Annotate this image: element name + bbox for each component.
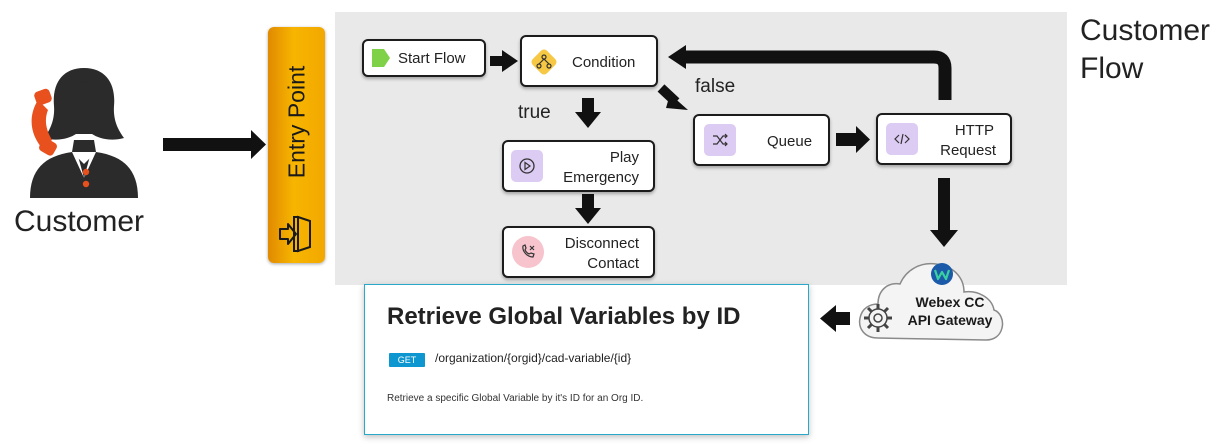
gateway-label-1: Webex CC <box>915 294 985 310</box>
node-disconnect-contact[interactable]: Disconnect Contact <box>502 226 655 278</box>
edge-label-true: true <box>518 102 551 123</box>
api-doc-title: Retrieve Global Variables by ID <box>387 303 741 330</box>
node-http-request[interactable]: HTTP Request <box>876 113 1012 165</box>
api-doc-description: Retrieve a specific Global Variable by i… <box>387 393 644 404</box>
node-condition-label: Condition <box>572 54 636 71</box>
api-endpoint-path: /organization/{orgid}/cad-variable/{id} <box>435 351 632 365</box>
entry-point-label: Entry Point <box>283 65 309 179</box>
node-queue-label: Queue <box>767 133 813 150</box>
node-disconnect-label-2: Contact <box>587 255 639 272</box>
branch-icon <box>531 49 557 75</box>
play-icon <box>511 150 543 182</box>
start-flag-icon <box>372 49 390 67</box>
api-gateway-cloud[interactable]: Webex CC API Gateway <box>856 246 1006 344</box>
code-icon <box>886 123 918 155</box>
node-play-emergency[interactable]: Play Emergency <box>502 140 655 192</box>
customer-label: Customer <box>14 205 145 238</box>
gateway-label-2: API Gateway <box>907 312 993 328</box>
cloud-gear-icon <box>858 262 1004 341</box>
node-condition[interactable]: Condition <box>520 35 658 87</box>
node-http-label-1: HTTP <box>954 122 994 139</box>
node-start-flow[interactable]: Start Flow <box>362 39 486 77</box>
api-doc-card: Retrieve Global Variables by ID GET /org… <box>364 284 809 435</box>
node-queue[interactable]: Queue <box>693 114 830 166</box>
entry-door-icon <box>279 215 311 253</box>
node-disconnect-label-1: Disconnect <box>564 235 639 252</box>
phone-hangup-icon <box>512 236 544 268</box>
node-http-label-2: Request <box>940 142 996 159</box>
shuffle-icon <box>704 124 736 156</box>
node-start-flow-label: Start Flow <box>398 50 466 67</box>
flow-title: Customer Flow <box>1080 14 1211 85</box>
entry-point[interactable]: Entry Point <box>268 27 325 263</box>
http-method-badge: GET <box>389 353 425 367</box>
edge-label-false: false <box>695 76 736 97</box>
customer-with-headset-icon <box>30 68 138 198</box>
node-play-label-1: Play <box>609 149 639 166</box>
node-play-label-2: Emergency <box>563 169 639 186</box>
